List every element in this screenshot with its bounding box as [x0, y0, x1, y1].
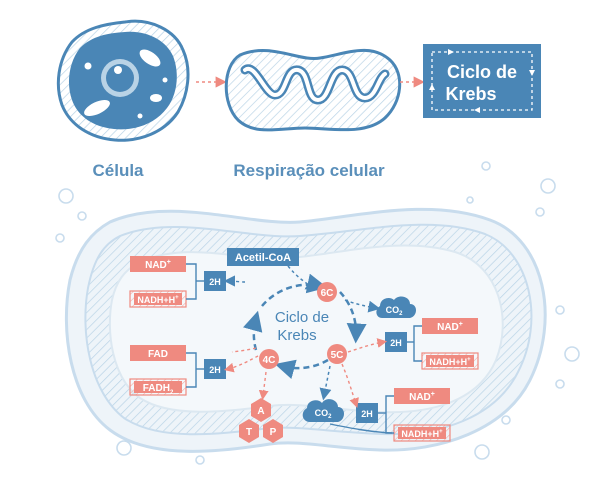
co2-upper-text: CO — [386, 305, 400, 315]
right-2h-lower: 2H — [356, 403, 378, 423]
svg-text:NADH+H+: NADH+H+ — [429, 357, 471, 367]
acetyl-coa-text: Acetil-CoA — [235, 252, 291, 264]
left-nad-text: NAD — [145, 260, 167, 271]
carbon-4c-node: 4C — [259, 349, 279, 369]
left-fadh-box: FADH2 — [129, 378, 187, 396]
left-fadh-text: FADH — [143, 383, 170, 394]
left-2h-top: 2H — [204, 271, 226, 291]
mitochondrion-icon — [224, 48, 402, 132]
right-nad1-text: NAD — [437, 322, 459, 333]
left-2h-bottom: 2H — [204, 359, 226, 379]
atp-t: T — [246, 427, 252, 438]
krebs-cycle-box: Ciclo de Krebs — [423, 44, 541, 118]
co2-cloud-upper: CO2 — [376, 296, 416, 318]
carbon-6c-node: 6C — [317, 282, 337, 302]
left-nadh-box: NADH+H+ — [129, 290, 187, 308]
co2-lower-sub: 2 — [328, 414, 332, 420]
right-nad2-text: NAD — [409, 392, 431, 403]
left-fad-box: FAD — [130, 345, 186, 361]
left-fadh-sub: 2 — [170, 390, 174, 396]
right-nadh2-sup: + — [439, 429, 443, 435]
right-2h-upper-text: 2H — [390, 338, 402, 348]
cell-icon — [56, 19, 190, 142]
svg-text:NAD+: NAD+ — [409, 391, 435, 403]
acetyl-coa-label: Acetil-CoA — [227, 248, 299, 266]
left-2h-top-text: 2H — [209, 277, 221, 287]
co2-cloud-lower: CO2 — [302, 399, 344, 422]
respiration-label: Respiração celular — [233, 161, 385, 180]
co2-upper-sub: 2 — [399, 311, 403, 317]
right-2h-lower-text: 2H — [361, 409, 373, 419]
svg-text:NADH+H+: NADH+H+ — [401, 429, 443, 439]
decorative-bubbles — [55, 161, 580, 465]
left-nad-box: NAD+ — [130, 256, 186, 272]
krebs-box-title-line1: Ciclo de — [447, 62, 517, 82]
right-nad1-box: NAD+ — [422, 318, 478, 334]
right-nad2-box: NAD+ — [394, 388, 450, 404]
svg-text:NADH+H+: NADH+H+ — [137, 295, 179, 305]
right-2h-upper: 2H — [385, 332, 407, 352]
cycle-center-line2: Krebs — [277, 327, 316, 344]
left-2h-bottom-text: 2H — [209, 365, 221, 375]
right-nadh1-box: NADH+H+ — [421, 352, 479, 370]
svg-text:NAD+: NAD+ — [437, 321, 463, 333]
cycle-center-line1: Ciclo de — [275, 309, 329, 326]
left-fad-text: FAD — [148, 349, 168, 360]
svg-text:CO2: CO2 — [386, 305, 404, 317]
carbon-6c-text: 6C — [321, 288, 334, 299]
right-nad2-sup: + — [431, 391, 435, 398]
carbon-5c-text: 5C — [331, 350, 344, 361]
krebs-box-title-line2: Krebs — [445, 84, 496, 104]
atp-a: A — [257, 406, 264, 417]
right-nadh2-box: NADH+H+ — [393, 424, 451, 442]
cell-label: Célula — [92, 161, 144, 180]
co2-lower-text: CO — [315, 408, 329, 418]
right-nadh1-sup: + — [467, 357, 471, 363]
right-nadh1-text: NADH+H — [429, 357, 467, 367]
atp-cluster: A T P — [239, 398, 283, 443]
svg-text:CO2: CO2 — [315, 408, 333, 420]
left-nad-sup: + — [167, 259, 171, 266]
left-nadh-text: NADH+H — [137, 295, 175, 305]
carbon-4c-text: 4C — [263, 355, 276, 366]
svg-text:FADH2: FADH2 — [143, 383, 174, 396]
carbon-5c-node: 5C — [327, 344, 347, 364]
atp-p: P — [270, 427, 277, 438]
left-nadh-sup: + — [175, 295, 179, 301]
right-nadh2-text: NADH+H — [401, 429, 439, 439]
svg-text:NAD+: NAD+ — [145, 259, 171, 271]
right-nad1-sup: + — [459, 321, 463, 328]
